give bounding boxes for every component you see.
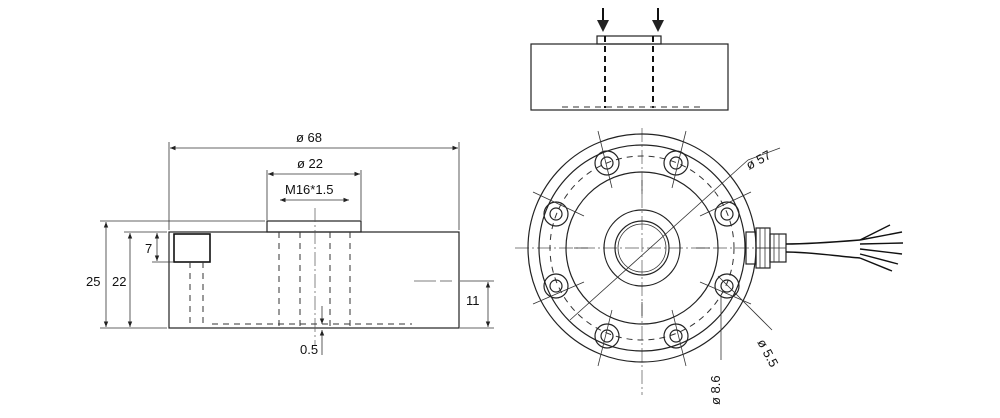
- bolt-hole: [543, 273, 569, 299]
- dim-body-height: 22: [112, 274, 126, 289]
- dim-boss-diameter: ø 22: [297, 156, 323, 171]
- plan-view: ø 57 ø 5.5 ø 8.6: [515, 128, 904, 405]
- bolt-hole: [663, 323, 689, 349]
- plan-bore: [614, 220, 670, 276]
- dim-line-bolt-circle: [569, 159, 749, 321]
- dim-bolt-circle: ø 57: [743, 147, 773, 172]
- plan-bolt-holes: [543, 150, 740, 349]
- dim-bottom-gap: 0.5: [300, 342, 318, 357]
- dim-thread: M16*1.5: [285, 182, 333, 197]
- bolt-hole: [663, 150, 689, 176]
- dim-line-hole-small: [717, 275, 773, 331]
- dim-outer-diameter: ø 68: [296, 130, 322, 145]
- plan-radial-ticks: [532, 130, 752, 367]
- load-arrow-right: [652, 8, 664, 32]
- bolt-hole: [543, 201, 569, 227]
- bolt-hole: [714, 273, 740, 299]
- dim-hole-small: ø 5.5: [754, 336, 781, 369]
- side-view-pocket: [173, 233, 211, 263]
- dim-boss-step: 7: [145, 241, 152, 256]
- side-view: ø 68 ø 22 M16*1.5 25 22 7 11 0.5: [86, 130, 494, 357]
- top-elevation-view: [530, 8, 729, 111]
- dim-total-height: 25: [86, 274, 100, 289]
- side-view-body: [168, 231, 460, 329]
- top-view-boss: [596, 35, 662, 45]
- bolt-hole: [714, 201, 740, 227]
- plan-bolt-circle: [549, 155, 735, 341]
- dim-side-height: 11: [466, 293, 480, 308]
- cable: [785, 224, 904, 272]
- load-arrow-left: [597, 8, 609, 32]
- side-view-boss: [266, 220, 362, 233]
- cable-gland: [745, 227, 787, 269]
- dim-hole-large: ø 8.6: [708, 375, 723, 405]
- top-view-body: [530, 43, 729, 111]
